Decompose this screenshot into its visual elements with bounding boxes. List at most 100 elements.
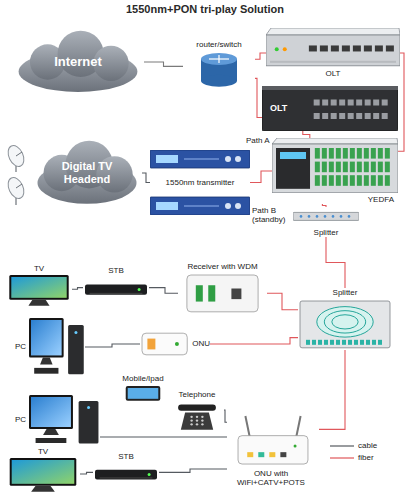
cable-line	[149, 288, 178, 294]
transmitter-unit	[150, 150, 250, 168]
device-node: PC	[15, 395, 100, 445]
pc-tower	[68, 325, 84, 374]
yedfa-port	[343, 175, 348, 186]
device-node: OLT	[262, 86, 398, 131]
device-name: TV	[6, 447, 80, 456]
device-node: Internet	[12, 28, 144, 96]
transmitter-line	[184, 158, 219, 160]
phone-key	[201, 423, 203, 425]
device-node: ONU with WiFi+CATV+POTS	[227, 415, 319, 487]
legend-text: fiber	[358, 453, 374, 462]
fiber-coil	[317, 307, 373, 337]
splitter-port	[366, 340, 370, 345]
cable-line	[224, 410, 227, 422]
stb-led	[138, 288, 141, 291]
phone-handset	[178, 405, 216, 411]
splitter-port	[336, 340, 340, 345]
diagram-title: 1550nm+PON tri-play Solution	[0, 3, 410, 15]
device-name: Telephone	[170, 390, 224, 399]
yedfa-port	[357, 162, 362, 173]
yedfa-port	[322, 148, 327, 159]
transmitter-display	[156, 155, 178, 163]
device-drawing	[6, 458, 80, 492]
cable-line	[85, 344, 140, 347]
device-drawing	[183, 51, 255, 88]
device-node: Mobile/Ipad	[116, 374, 170, 402]
device-icon	[272, 138, 398, 193]
device-icon	[140, 326, 189, 362]
device-name: ONU	[192, 339, 210, 348]
fiber-coil	[332, 315, 358, 329]
fiber-line	[210, 338, 298, 344]
olt-port	[331, 45, 339, 51]
antenna	[296, 416, 301, 438]
node-label: STB	[83, 266, 149, 277]
splitter-port	[308, 215, 311, 218]
pc-stand	[43, 429, 59, 435]
device-node: 1550nm transmitter	[150, 150, 250, 215]
olt-led	[283, 47, 287, 51]
device-name: PC	[15, 342, 26, 351]
yedfa-port	[315, 175, 320, 186]
yedfa-port	[385, 162, 390, 173]
device-drawing	[140, 326, 189, 362]
yedfa-panel	[276, 148, 310, 189]
olt-port	[348, 100, 354, 106]
yedfa-port	[329, 162, 334, 173]
path-label: Path A	[246, 136, 270, 145]
olt-top	[262, 86, 398, 90]
device-name: Splitter	[298, 288, 392, 297]
yedfa-port	[357, 148, 362, 159]
device-name: OLT	[270, 103, 287, 113]
yedfa-port	[364, 148, 369, 159]
yedfa-front	[272, 144, 398, 193]
node-label: 1550nm transmitter	[166, 178, 235, 187]
legend-sample	[330, 442, 354, 450]
pc-monitor	[29, 318, 64, 357]
node-label: PC	[15, 415, 29, 424]
dish	[5, 143, 27, 169]
yedfa-port	[336, 175, 341, 186]
yedfa-port	[336, 162, 341, 173]
pc-screen	[31, 320, 62, 355]
yedfa-port	[315, 162, 320, 173]
node-label: Telephone	[170, 390, 224, 401]
cloud-part	[93, 46, 128, 81]
tv-screen	[11, 277, 66, 298]
yedfa-port	[371, 162, 376, 173]
splitter-port	[348, 215, 351, 218]
splitter-port	[330, 340, 334, 345]
cloud-part	[96, 156, 132, 192]
device-drawing	[227, 415, 319, 467]
node-label: Internet	[54, 55, 102, 70]
yedfa-port	[315, 148, 320, 159]
device-drawing	[6, 275, 72, 306]
stb-line	[90, 293, 143, 294]
onu-led	[175, 342, 179, 346]
device-drawing	[298, 299, 392, 350]
legend-row: cable	[330, 441, 377, 450]
yedfa-display	[280, 152, 306, 159]
dish-stand	[15, 166, 16, 172]
tv-frame	[9, 275, 68, 300]
splitter-port	[354, 340, 358, 345]
dish-feed	[16, 152, 22, 156]
splitter-port	[306, 340, 310, 345]
dish	[5, 175, 27, 201]
pc-stand	[40, 357, 52, 364]
device-drawing	[29, 395, 100, 445]
olt-port	[348, 113, 354, 119]
fiber-line	[398, 53, 404, 151]
phone-key	[190, 423, 192, 425]
device-name: STB	[83, 266, 149, 275]
onu-port	[258, 452, 264, 457]
yedfa-port	[385, 175, 390, 186]
receiver-connector	[208, 285, 215, 301]
fiber-line	[322, 204, 326, 207]
transmitter-unit	[150, 197, 250, 215]
receiver-port	[231, 289, 241, 300]
device-name: YEDFA	[368, 195, 394, 204]
yedfa-port	[336, 148, 341, 159]
router-base	[201, 75, 237, 87]
